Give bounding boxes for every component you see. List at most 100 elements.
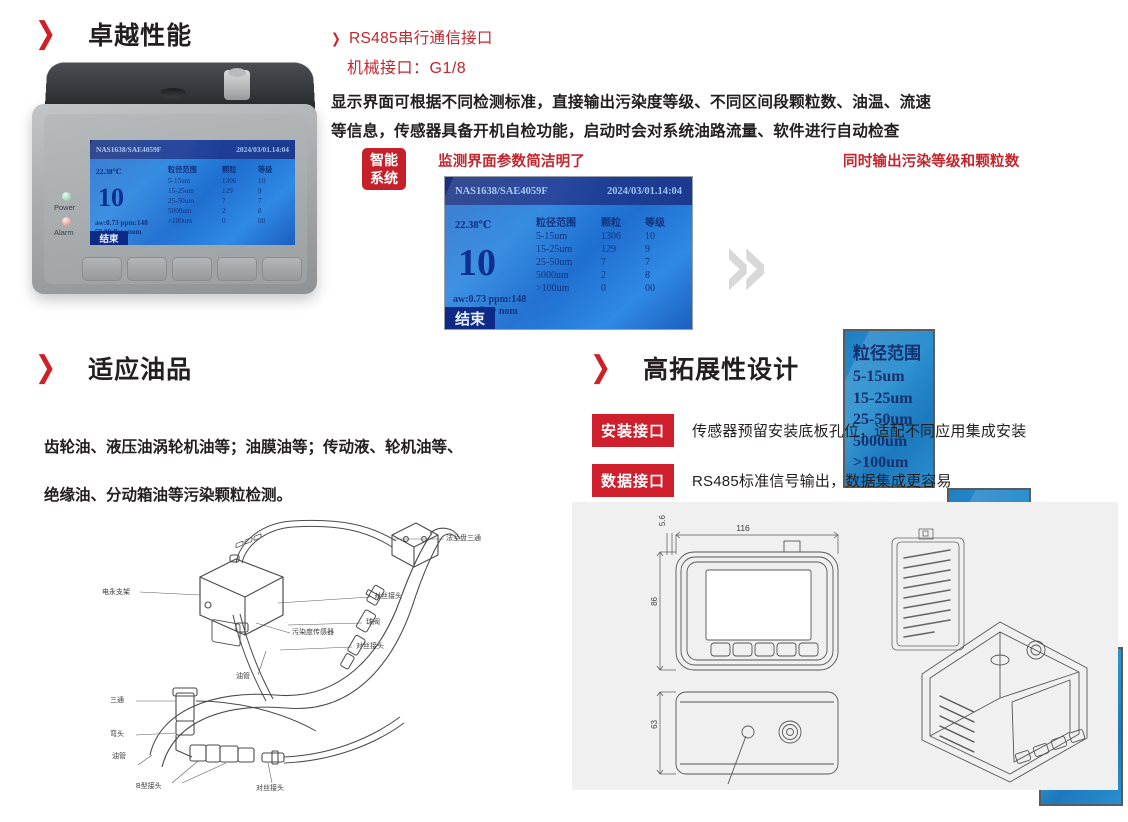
device-button-2[interactable] [127, 257, 167, 281]
cell-count: 129 [222, 187, 233, 195]
cell-range: 5000um [168, 207, 192, 215]
oil-body-line2: 绝缘油、分动箱油等污染颗粒检测。 [44, 487, 293, 504]
cell-count: 1306 [222, 177, 237, 185]
device-lcd-end-button[interactable]: 结束 [90, 231, 128, 245]
lcd-screenshot: NAS1638/SAE4059F 2024/03/01.14:04 22.38℃… [444, 176, 693, 330]
label-bracket: 电永支架 [102, 589, 130, 596]
table-row: >100um 0 00 [535, 282, 666, 295]
cell-range: 15-25um [168, 187, 194, 195]
page-title: 卓越性能 [88, 22, 193, 50]
install-interface-text: 传感器预留安装底板孔位，适配不同应用集成安装 [692, 423, 1027, 440]
col-header-grade: 等级 [645, 218, 665, 229]
cell-range: >100um [536, 283, 570, 294]
panel-value: 5-15um [853, 368, 905, 385]
device-lcd-aw: aw:0.73 ppm:148 [95, 219, 148, 227]
cell-range: 5-15um [536, 231, 568, 242]
chevron-right-icon: ❯ [34, 350, 57, 385]
chevron-right-icon: ❯ [589, 350, 612, 385]
table-row: 5000um 2 8 [167, 206, 273, 216]
lcd-temperature: 22.38℃ [455, 220, 492, 231]
label-ball-valve: 球阀 [366, 619, 380, 626]
lcd-aw-line: aw:0.73 ppm:148 [453, 294, 527, 305]
expandability-section-title: 高拓展性设计 [643, 356, 800, 384]
performance-paragraph: 显示界面可根据不同检测标准，直接输出污染度等级、不同区间段颗粒数、油温、流速 等… [331, 88, 1121, 146]
device-button-3[interactable] [172, 257, 212, 281]
performance-paragraph-line1: 显示界面可根据不同检测标准，直接输出污染度等级、不同区间段颗粒数、油温、流速 [331, 94, 932, 111]
table-row: 25-50um 7 7 [535, 256, 666, 269]
interface-row-install: 安装接口 传感器预留安装底板孔位，适配不同应用集成安装 [592, 414, 1026, 447]
device-lcd-screen: NAS1638/SAE4059F 2024/03/01.14:04 22.38℃… [90, 140, 295, 245]
performance-paragraph-line2: 等信息，传感器具备开机自检功能，启动时会对系统油路流量、软件进行自动检查 [331, 123, 900, 140]
power-led-label: Power [54, 203, 76, 212]
cell-grade: 7 [258, 197, 262, 205]
panel-particle-range: 粒径范围 5-15um 15-25um 25-50um 5000um >100u… [843, 329, 935, 488]
cell-grade: 10 [258, 177, 266, 185]
table-row: 5-15um 1306 10 [167, 176, 273, 186]
side-view-drawing [656, 691, 839, 785]
label-oil-pipe-2: 油管 [112, 753, 126, 760]
data-interface-text: RS485标准信号输出，数据集成更容易 [692, 473, 952, 490]
device-lcd-table: 粒径范围 颗粒 等级 5-15um 1306 10 15-25um 129 9 [167, 164, 273, 226]
cell-count: 7 [222, 197, 226, 205]
col-header-count: 颗粒 [222, 166, 237, 174]
label-sensor: 污染度传感器 [292, 629, 334, 636]
cell-range: 5-15um [168, 177, 191, 185]
cell-count: 0 [601, 283, 606, 294]
device-button-1[interactable] [82, 257, 122, 281]
spec-mechanical-text: 机械接口：G1/8 [347, 60, 467, 77]
dim-height-label: 86 [650, 597, 659, 606]
smart-system-badge: 智能 系统 [362, 148, 406, 190]
cell-range: 25-50um [168, 197, 194, 205]
section-heading-performance: ❯ 卓越性能 [33, 16, 192, 52]
install-interface-badge: 安装接口 [592, 414, 675, 447]
cell-grade: 9 [258, 187, 262, 195]
piping-diagram-svg [135, 519, 461, 784]
cell-count: 2 [222, 207, 226, 215]
table-row: 15-25um 129 9 [167, 186, 273, 196]
panel-values: 5-15um 15-25um 25-50um 5000um >100um [853, 366, 933, 474]
device-lcd-header: NAS1638/SAE4059F 2024/03/01.14:04 [90, 140, 295, 159]
panel-value: 5000um [853, 432, 908, 450]
smart-system-badge-line1: 智能 [370, 152, 398, 168]
col-header-range: 粒径范围 [536, 218, 576, 229]
panel-header: 粒径范围 [853, 344, 921, 363]
power-led [62, 192, 71, 201]
oil-section-title: 适应油品 [88, 356, 193, 384]
col-header-range: 粒径范围 [168, 166, 197, 174]
front-view-drawing: 116 [656, 523, 839, 671]
device-photo: Power Alarm NAS1638/SAE4059F 2024/03/01.… [32, 62, 317, 307]
lcd-grade-value: 10 [458, 242, 496, 284]
cell-grade: 00 [645, 283, 655, 294]
technical-drawing-panel: 116 86 5.6 63 [572, 502, 1118, 790]
alarm-led-label: Alarm [54, 228, 74, 237]
device-button-4[interactable] [217, 257, 257, 281]
device-lcd-datetime: 2024/03/01.14:04 [236, 145, 289, 154]
chevron-right-icon: ❯ [34, 16, 57, 51]
device-lcd-data-table: 粒径范围 颗粒 等级 5-15um 1306 10 15-25um 129 9 [167, 164, 273, 226]
table-header-row: 粒径范围 颗粒 等级 [535, 213, 666, 230]
cell-count: 2 [601, 270, 606, 281]
device-button-5[interactable] [262, 257, 302, 281]
lcd-standard: NAS1638/SAE4059F [455, 185, 548, 197]
table-header-row: 粒径范围 颗粒 等级 [167, 164, 273, 176]
cell-grade: 9 [645, 244, 650, 255]
spec-rs485-text: RS485串行通信接口 [349, 30, 493, 47]
col-header-count: 颗粒 [601, 218, 621, 229]
panel-value: 25-50um [853, 411, 913, 428]
lcd-header: NAS1638/SAE4059F 2024/03/01.14:04 [445, 177, 692, 205]
table-row: >100um 0 00 [167, 216, 273, 226]
section-heading-oil: ❯ 适应油品 [33, 350, 192, 386]
section-heading-expandability: ❯ 高拓展性设计 [588, 350, 799, 386]
device-vent-hole [160, 88, 186, 98]
oil-body-text: 齿轮油、液压油涡轮机油等；油膜油等；传动液、轮机油等、 绝缘油、分动箱油等污染颗… [44, 424, 564, 520]
table-row: 25-50um 7 7 [167, 196, 273, 206]
lcd-body: 22.38℃ 10 aw:0.73 ppm:148 50.00 flow nom… [445, 205, 692, 329]
lcd-data-table: 粒径范围 颗粒 等级 5-15um 1306 10 15-25um 129 9 … [535, 213, 666, 295]
label-nipple-3: 对丝接头 [256, 785, 284, 792]
oil-body-line1: 齿轮油、液压油涡轮机油等；油膜油等；传动液、轮机油等、 [44, 439, 463, 456]
lcd-end-button[interactable]: 结束 [445, 307, 495, 329]
device-lcd-standard: NAS1638/SAE4059F [96, 145, 162, 154]
label-nipple-2: 对丝接头 [356, 643, 384, 650]
smart-system-badge-line2: 系统 [370, 170, 398, 186]
cell-grade: 10 [645, 231, 655, 242]
